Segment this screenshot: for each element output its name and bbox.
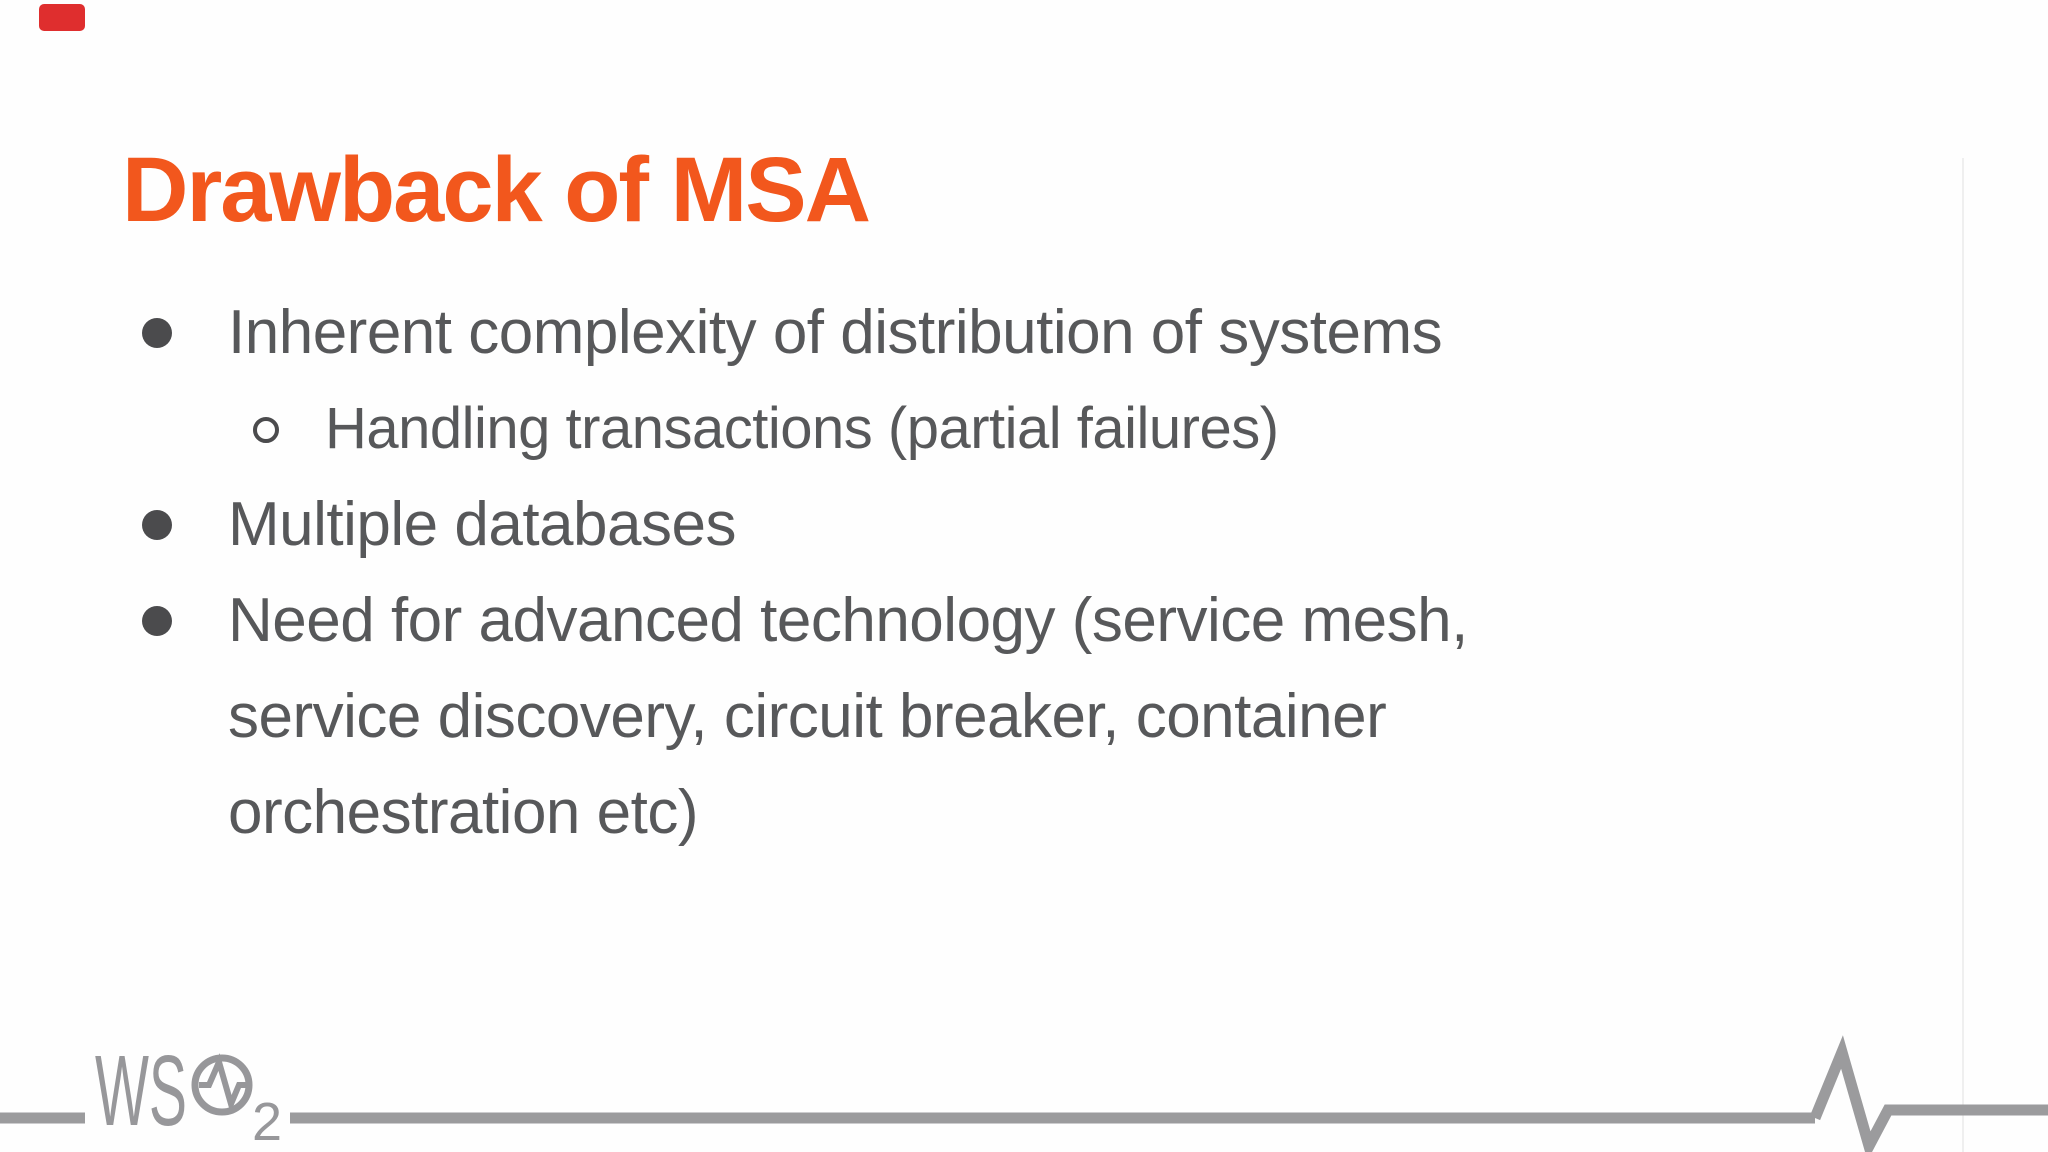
logo-ws-text: WS — [95, 1035, 187, 1147]
bullet-text: Need for advanced technology (service me… — [228, 586, 1468, 847]
logo-circle-icon — [191, 1054, 253, 1116]
recording-indicator — [39, 4, 85, 31]
bullet-dot-icon — [142, 318, 172, 348]
bullet-text: Multiple databases — [228, 490, 736, 559]
list-item: Inherent complexity of distribution of s… — [0, 285, 1920, 381]
bullet-dot-icon — [142, 510, 172, 540]
slide-edge-line — [1962, 158, 1964, 1152]
bullet-dot-icon — [142, 606, 172, 636]
bullet-text: Handling transactions (partial failures) — [325, 396, 1279, 461]
sub-bullet-circle-icon — [253, 417, 279, 443]
bullet-list: Inherent complexity of distribution of s… — [0, 285, 1920, 861]
logo-sub-2: 2 — [252, 1092, 282, 1152]
list-item: Need for advanced technology (service me… — [0, 573, 1920, 861]
list-item: Multiple databases — [0, 477, 1920, 573]
pulse-line-icon — [1809, 1035, 2048, 1152]
bullet-text: Inherent complexity of distribution of s… — [228, 298, 1443, 367]
wso2-logo: WS 2 — [95, 1035, 282, 1152]
page-title: Drawback of MSA — [122, 138, 871, 241]
footer-rule — [0, 1035, 2048, 1152]
list-item-sub: Handling transactions (partial failures) — [0, 381, 1920, 477]
logo-heartbeat-icon — [199, 1053, 250, 1114]
